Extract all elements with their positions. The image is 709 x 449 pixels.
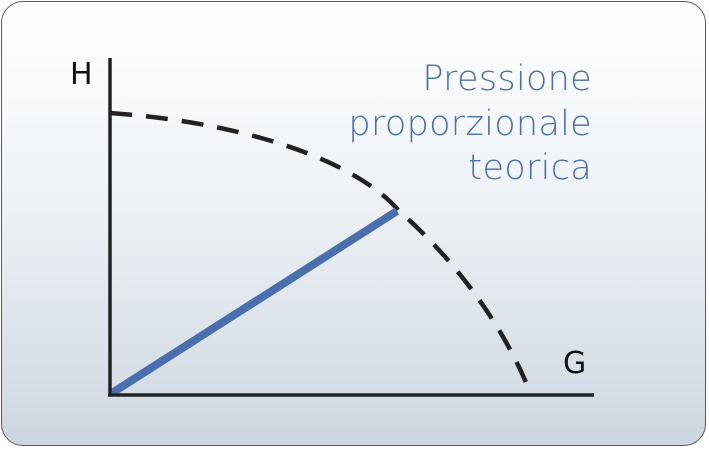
proportional-pressure-line [109, 207, 400, 397]
title-line-2: proporzionale [348, 104, 592, 144]
title-line-3: teorica [468, 148, 592, 188]
x-axis-label: G [563, 346, 586, 381]
title-line-1: Pressione [422, 59, 592, 99]
pump-curve-dashed [109, 110, 533, 393]
y-axis-label: H [70, 57, 93, 92]
